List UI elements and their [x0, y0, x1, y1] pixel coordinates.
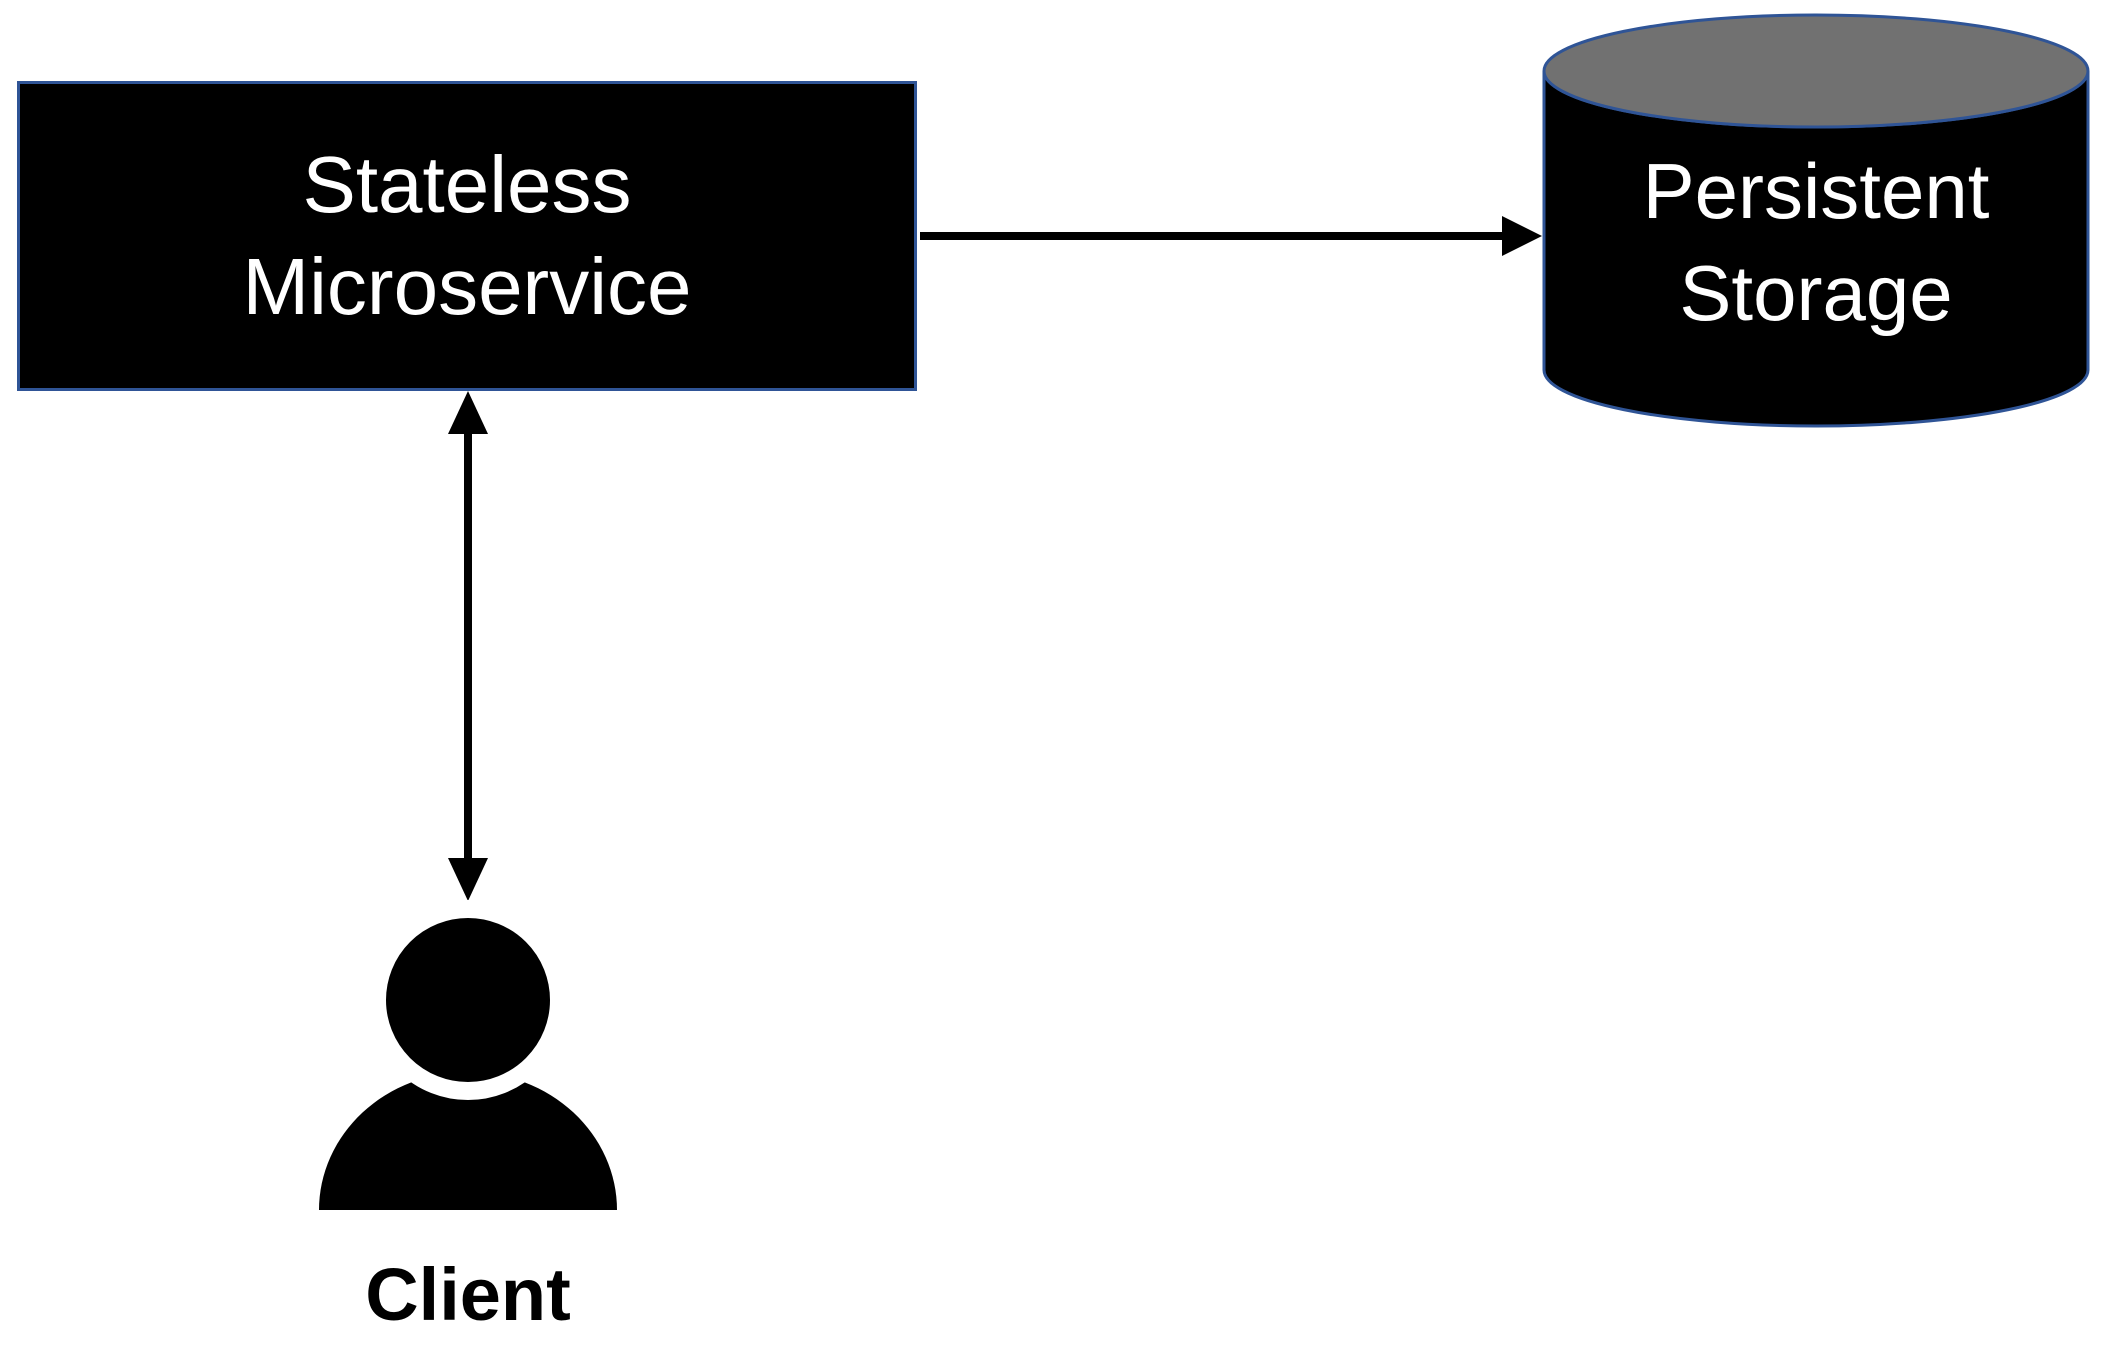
microservice-label-line1: Stateless — [302, 140, 632, 229]
persistent-storage-node — [1540, 10, 2092, 432]
storage-label-line2: Storage — [1679, 249, 1953, 337]
stateless-microservice-node: Stateless Microservice — [17, 81, 917, 391]
storage-label-line1: Persistent — [1642, 147, 1990, 235]
arrow-head-down — [448, 858, 488, 901]
arrow-head-right — [1502, 216, 1542, 256]
person-head — [368, 900, 568, 1100]
client-label: Client — [365, 1253, 571, 1336]
person-body — [319, 1072, 617, 1210]
arrow-head-up — [448, 391, 488, 434]
microservice-label-line2: Microservice — [242, 242, 692, 331]
database-cylinder-icon — [1542, 13, 2090, 428]
arrow-service-to-storage — [920, 216, 1542, 256]
storage-label: Persistent Storage — [1540, 140, 2092, 344]
person-icon — [319, 900, 617, 1210]
arrow-client-to-service — [448, 391, 488, 901]
cylinder-top-ellipse — [1542, 13, 2090, 129]
